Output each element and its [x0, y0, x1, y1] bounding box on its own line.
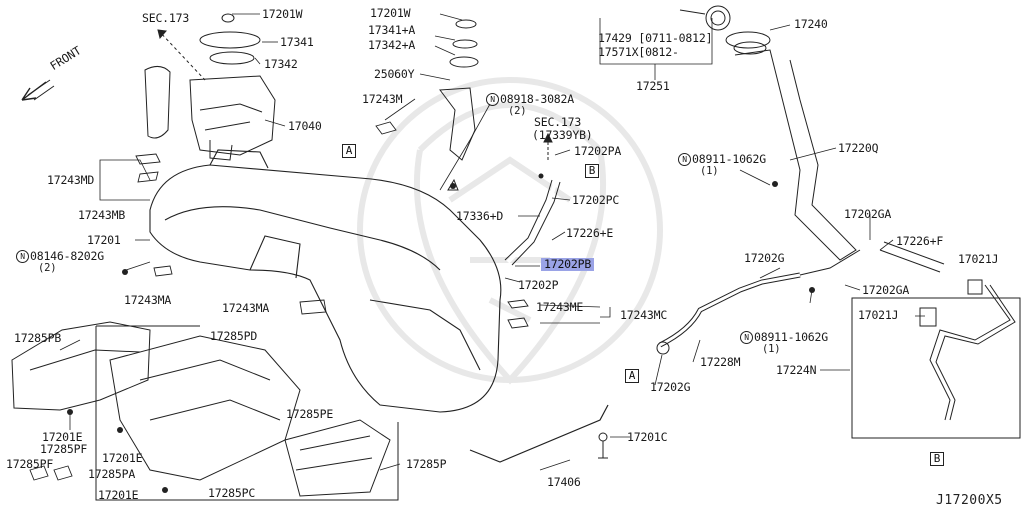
label-08911-qty-a: (1) — [700, 165, 719, 177]
fuel-tank — [149, 149, 502, 413]
n-circle-icon: N — [16, 250, 29, 263]
label-17285PF-b[interactable]: 17285PF — [6, 457, 54, 471]
label-17339YB[interactable]: (17339YB) — [532, 128, 593, 142]
label-17341[interactable]: 17341 — [280, 35, 314, 49]
filler-cap — [679, 5, 731, 31]
view-ref-b-2[interactable]: B — [930, 452, 944, 466]
label-17202PC[interactable]: 17202PC — [572, 193, 620, 207]
label-17201C[interactable]: 17201C — [627, 430, 668, 444]
diagram-code: J17200X5 — [936, 493, 1003, 508]
label-17429[interactable]: 17429 [0711-0812] — [598, 31, 713, 45]
label-17202PA[interactable]: 17202PA — [574, 144, 622, 158]
label-17243MD[interactable]: 17243MD — [47, 173, 95, 187]
label-17202GA-a[interactable]: 17202GA — [844, 207, 892, 221]
label-08918-qty: (2) — [508, 105, 527, 117]
heat-shield-17285PE — [284, 419, 391, 497]
label-17240[interactable]: 17240 — [794, 17, 828, 31]
label-17285PD[interactable]: 17285PD — [210, 329, 258, 343]
n-circle-icon: N — [486, 93, 499, 106]
label-17201W-a[interactable]: 17201W — [262, 7, 303, 21]
label-17285P[interactable]: 17285P — [406, 457, 447, 471]
label-17406[interactable]: 17406 — [547, 475, 581, 489]
label-17224N[interactable]: 17224N — [776, 363, 817, 377]
label-17220Q[interactable]: 17220Q — [838, 141, 879, 155]
label-17201E-b[interactable]: 17201E — [102, 451, 143, 465]
label-17201E-c[interactable]: 17201E — [98, 488, 139, 502]
label-17202PB-selected[interactable]: 17202PB — [541, 258, 595, 271]
label-17251[interactable]: 17251 — [636, 79, 670, 93]
label-17243MB[interactable]: 17243MB — [78, 208, 126, 222]
n-circle-icon: N — [678, 153, 691, 166]
label-08911-qty-b: (1) — [762, 343, 781, 355]
label-17336D[interactable]: 17336+D — [456, 209, 504, 223]
label-08146-qty: (2) — [38, 262, 57, 274]
label-17285PC[interactable]: 17285PC — [208, 486, 256, 500]
sender-unit — [439, 87, 476, 161]
label-17571X[interactable]: 17571X[0812- — [598, 45, 679, 59]
heat-shield-17285PB — [11, 321, 151, 411]
label-17342[interactable]: 17342 — [264, 57, 298, 71]
label-17201[interactable]: 17201 — [87, 233, 121, 247]
label-17201E-a[interactable]: 17201E — [42, 430, 83, 444]
fuel-pump-module — [144, 13, 276, 161]
label-17040[interactable]: 17040 — [288, 119, 322, 133]
label-17202G-a[interactable]: 17202G — [744, 251, 785, 265]
label-17202P[interactable]: 17202P — [518, 278, 559, 292]
label-17285PB[interactable]: 17285PB — [14, 331, 62, 345]
label-17243M[interactable]: 17243M — [362, 92, 403, 106]
label-17243ME[interactable]: 17243ME — [536, 300, 584, 314]
view-ref-a-2[interactable]: A — [625, 369, 639, 383]
label-17226E[interactable]: 17226+E — [566, 226, 614, 240]
label-17285PA[interactable]: 17285PA — [88, 467, 136, 481]
label-17243MA-a[interactable]: 17243MA — [124, 293, 172, 307]
label-17285PF-a[interactable]: 17285PF — [40, 442, 88, 456]
label-17243MA-b[interactable]: 17243MA — [222, 301, 270, 315]
label-17021J-a[interactable]: 17021J — [958, 252, 999, 266]
vent-inset-box — [851, 297, 1021, 439]
watermark-emblem — [357, 77, 663, 385]
label-17243MC[interactable]: 17243MC — [620, 308, 668, 322]
tank-strap — [469, 404, 609, 463]
label-sec173-top[interactable]: SEC.173 — [142, 11, 190, 25]
label-17202GA-b[interactable]: 17202GA — [862, 283, 910, 297]
label-17201W-b[interactable]: 17201W — [370, 6, 411, 20]
label-17341A[interactable]: 17341+A — [368, 23, 416, 37]
n-circle-icon: N — [740, 331, 753, 344]
view-ref-b[interactable]: B — [585, 164, 599, 178]
label-17342A[interactable]: 17342+A — [368, 38, 416, 52]
label-17226F[interactable]: 17226+F — [896, 234, 944, 248]
label-17021J-b[interactable]: 17021J — [858, 308, 899, 322]
label-17228M[interactable]: 17228M — [700, 355, 741, 369]
filler-tube — [725, 31, 857, 261]
label-sec173-mid[interactable]: SEC.173 — [534, 115, 582, 129]
label-17202G-b[interactable]: 17202G — [650, 380, 691, 394]
view-ref-a[interactable]: A — [342, 144, 356, 158]
label-17285PE[interactable]: 17285PE — [286, 407, 334, 421]
label-25060Y[interactable]: 25060Y — [374, 67, 415, 81]
